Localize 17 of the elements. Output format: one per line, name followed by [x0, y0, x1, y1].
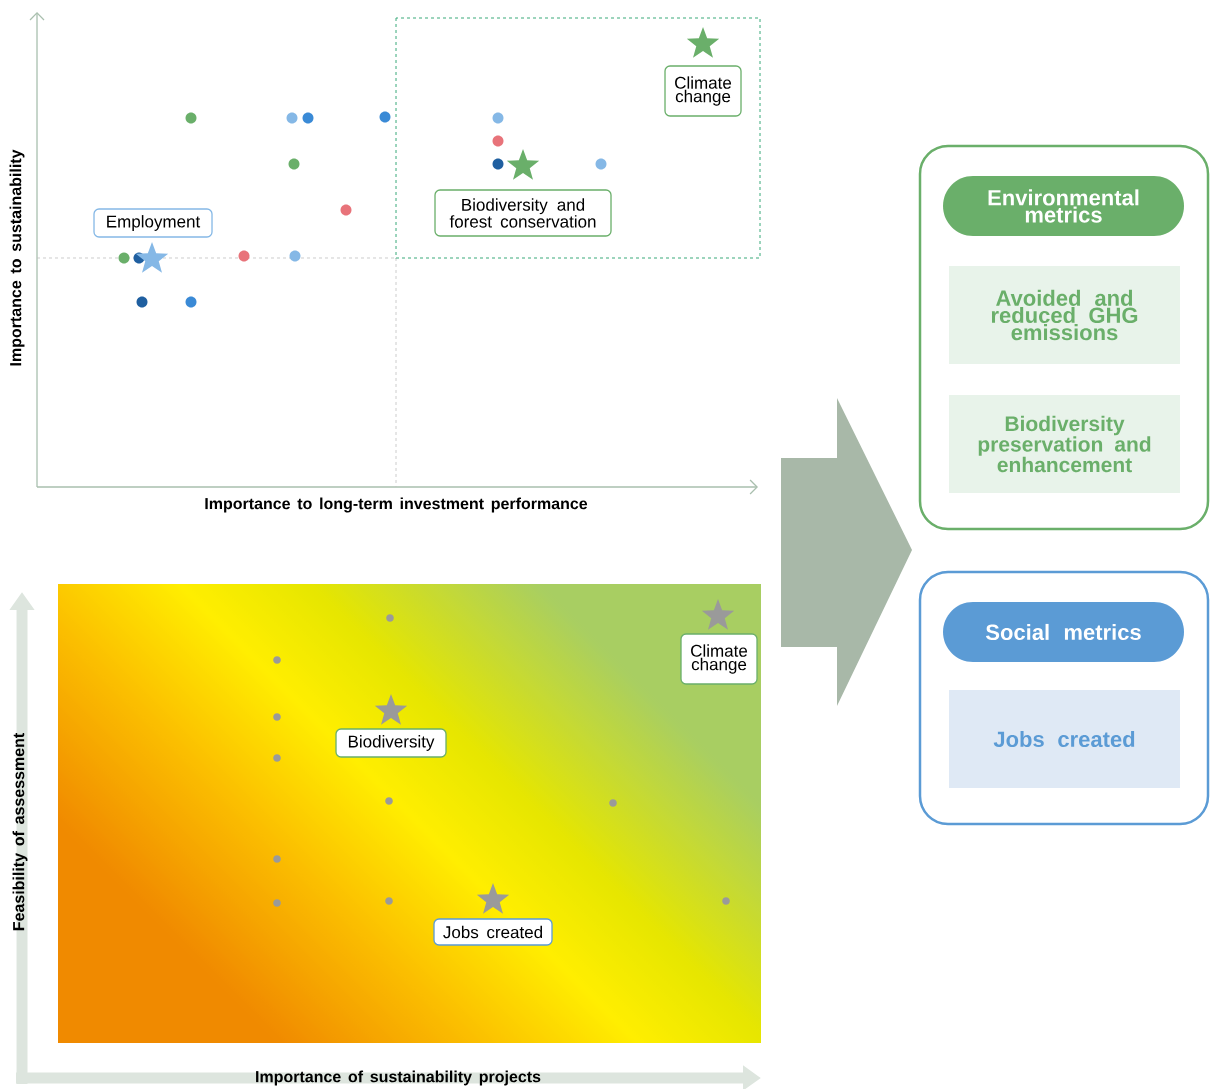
axis-title: Feasibility of assessment — [12, 733, 28, 931]
metric-box: Jobs created — [949, 690, 1180, 788]
callout-label: Climate change — [680, 633, 758, 685]
axis-title: Importance to sustainability — [9, 149, 25, 366]
callout-label: Jobs created — [433, 918, 553, 946]
category-panel — [918, 144, 1210, 531]
category-pill: Social metrics — [943, 602, 1184, 662]
category-pill: Environmental metrics — [943, 176, 1184, 236]
metric-box: Biodiversity preservation and enhancement — [949, 395, 1180, 493]
category-panel — [918, 570, 1210, 826]
callout-label: Climate change — [664, 65, 742, 117]
callout-label: Biodiversity — [335, 728, 447, 758]
axis-title: Importance to long-term investment performance — [205, 497, 588, 513]
callout-label: Employment — [93, 208, 213, 238]
callout-label: Biodiversity and forest conservation — [434, 189, 612, 237]
metric-box: Avoided and reduced GHG emissions — [949, 266, 1180, 364]
axis-title: Importance of sustainability projects — [256, 1070, 541, 1086]
